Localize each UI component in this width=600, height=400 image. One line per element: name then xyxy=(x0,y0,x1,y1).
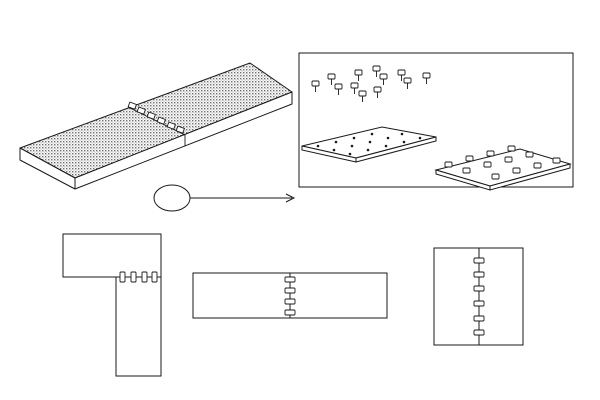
connector-mark xyxy=(473,285,485,292)
seam-connector xyxy=(146,111,156,120)
connector-plate-left xyxy=(301,126,437,163)
connector-mark xyxy=(284,298,296,305)
connector-mark xyxy=(473,329,485,336)
bolt xyxy=(350,82,359,94)
l-joint-horizontal-board xyxy=(62,233,162,278)
detail-inset xyxy=(298,52,574,191)
l-joint-vertical-board xyxy=(115,276,162,377)
isometric-panel xyxy=(19,62,293,190)
bolt xyxy=(354,69,363,81)
bolt xyxy=(334,83,343,95)
seam-connector xyxy=(136,106,146,115)
bolt xyxy=(397,69,406,81)
seam-connector xyxy=(156,116,166,125)
straight-joint-view xyxy=(192,272,388,319)
connector-mark xyxy=(284,287,296,294)
seam-connector xyxy=(166,121,176,130)
square-joint-view xyxy=(433,247,524,346)
plate-right-edge-right xyxy=(489,163,571,191)
bolt xyxy=(358,90,367,102)
straight-joint-connectors xyxy=(284,276,296,316)
connector-mark xyxy=(119,271,126,283)
l-joint-view xyxy=(62,233,162,377)
bolt xyxy=(311,80,320,92)
connector-mark xyxy=(284,309,296,316)
l-joint-connectors xyxy=(119,271,158,283)
connector-mark xyxy=(473,271,485,278)
plate-left-edge-right xyxy=(355,136,437,163)
detail-callout xyxy=(153,184,296,212)
connector-plate-right xyxy=(434,145,572,191)
plate-left-holes xyxy=(316,132,422,156)
connector-mark xyxy=(284,276,296,283)
connector-mark xyxy=(141,271,148,283)
panel-side-face xyxy=(74,91,293,190)
bolt xyxy=(379,73,388,85)
bolt xyxy=(327,73,336,85)
seam-connector xyxy=(175,125,185,134)
bolt xyxy=(373,86,382,98)
connector-mark xyxy=(151,271,158,283)
plate-right-bolt-heads xyxy=(444,145,561,180)
connector-mark xyxy=(473,315,485,322)
bolt xyxy=(372,65,381,77)
bolt xyxy=(403,77,412,89)
bolt xyxy=(422,72,431,84)
connector-mark xyxy=(473,257,485,264)
square-joint-connectors xyxy=(473,257,485,336)
bolts-group xyxy=(311,65,431,102)
connector-mark xyxy=(473,300,485,307)
seam-connector xyxy=(127,101,137,110)
connector-mark xyxy=(130,271,137,283)
callout-arrowhead xyxy=(285,193,296,203)
callout-circle xyxy=(153,184,191,212)
seam-connectors xyxy=(127,101,185,134)
